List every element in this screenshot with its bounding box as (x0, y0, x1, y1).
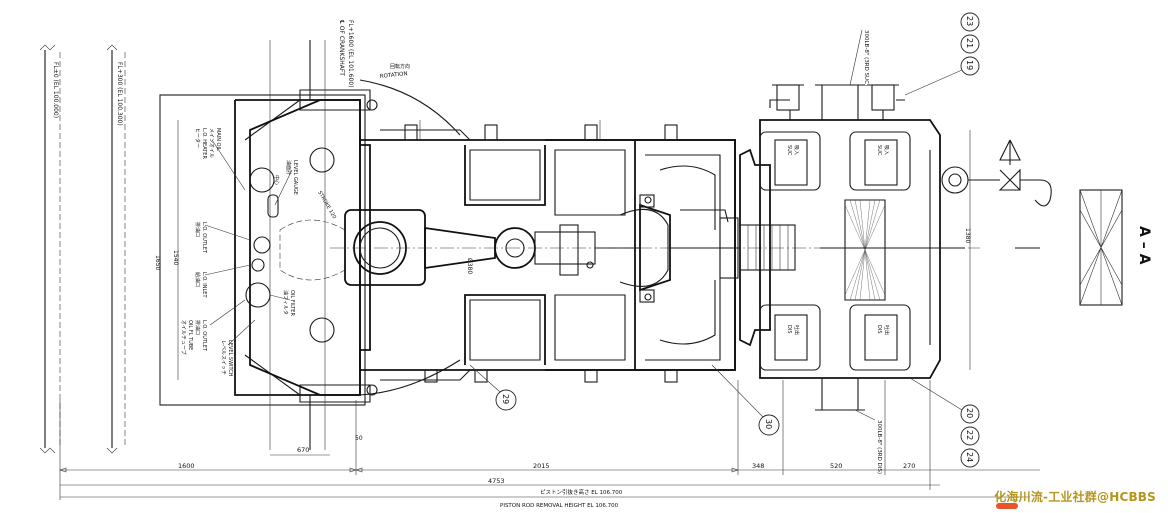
frame-body (359, 120, 736, 383)
dim-2015: 2015 (533, 462, 550, 470)
watermark-text: 化海川流-工业社群@HCBBS (994, 490, 1156, 504)
crankshaft-label: ℄ OF CRANKSHAFT (338, 20, 345, 76)
view-label: A – A (1136, 226, 1152, 265)
dis-nozzle-label: 300LB-8" (3RD DIS) (876, 420, 882, 474)
label-dis-jp-2: 吐出 (883, 325, 890, 335)
leader-lines (204, 139, 293, 346)
rotation-jp: 回転方向 (390, 63, 410, 70)
note-outlet: L.O. OUTLET (201, 222, 207, 254)
label-suc-1: SUC (786, 145, 792, 156)
label-suc-jp-2: 吸入 (883, 145, 889, 155)
dim-1540: 1540 (172, 250, 179, 265)
label-suc-jp-1: 吸入 (793, 145, 799, 155)
piston-removal-en: PISTON ROD REMOVAL HEIGHT EL 106.700 (500, 503, 619, 509)
dim-270: 270 (903, 462, 915, 470)
note-outlet2-jp: 排油口 (194, 320, 201, 335)
dim-50: 50 (355, 435, 363, 442)
crankcase (245, 79, 461, 396)
piston-removal-jp: ピストン引抜き高さ EL 106.700 (540, 488, 623, 496)
note-tube-jp: オイルチューブ (180, 320, 187, 355)
note-filter-jp: 油フィルタ (282, 290, 289, 315)
note-switch: LEVEL SWITCH (227, 340, 233, 377)
cylinder (739, 119, 965, 379)
balloon-29: 29 (501, 394, 510, 404)
note-gauge-jp: 油面計 (285, 160, 292, 175)
note-inlet: L.O. INLET (201, 272, 207, 298)
dim-348: 348 (752, 462, 764, 470)
dim-1650: 1650 (154, 255, 161, 270)
balloon-30-group (711, 364, 780, 436)
balloon-21: 21 (965, 38, 974, 48)
note-inlet-jp: 給油口 (194, 272, 201, 287)
dim-670: 670 (297, 446, 309, 454)
balloon-29-group (469, 364, 517, 411)
note-filter: OIL FILTER (289, 290, 295, 316)
note-mainoil-jp: メインオイル (208, 128, 214, 158)
note-mainoil: MAIN OIL (215, 128, 221, 151)
dim-1600: 1600 (178, 462, 195, 470)
balloon-19: 19 (965, 60, 974, 70)
watermark-logo (996, 503, 1018, 509)
balloon-30: 30 (764, 419, 773, 429)
crankshaft-elevation: FL+1600 (EL 101.600) (347, 20, 354, 88)
label-dis-1: DIS (786, 325, 792, 334)
note-switch-jp: レベルスイッチ (220, 340, 226, 375)
note-heater: L.O. HEATER (201, 128, 207, 159)
label-dis-2: DIS (876, 325, 882, 334)
balloon-24: 24 (965, 452, 974, 462)
dimension-lines (59, 95, 1040, 500)
coupling-symbol (1079, 189, 1123, 306)
note-gauge: LEVEL GAUGE (292, 160, 298, 195)
suc-nozzle-label: 300LB-8" (3RD SUC) (863, 30, 869, 86)
label-dis-jp-1: 吐出 (793, 325, 800, 335)
crosshead-packing (619, 194, 740, 303)
note-heater-jp: ヒーター (194, 128, 201, 148)
note-center: 中心 (273, 175, 280, 185)
valve-piping (941, 139, 1052, 249)
note-outlet2: L.O. OUTLET (201, 320, 207, 352)
nozzles (769, 84, 905, 411)
balloon-20: 20 (965, 408, 974, 418)
note-outlet-jp: 排油口 (194, 222, 201, 237)
dim-520: 520 (830, 462, 842, 470)
dim-380: Ø380 (466, 258, 473, 274)
balloon-group-bottom (909, 377, 980, 468)
fl0-label: FL±0 (EL 100.000) (52, 62, 59, 118)
rotation-en: ROTATION (380, 71, 408, 80)
fl300-label: FL+300 (EL 100.300) (116, 62, 123, 126)
balloon-23: 23 (965, 16, 974, 26)
note-stroke: STROKE 120 (316, 190, 337, 220)
label-suc-2: SUC (876, 145, 882, 156)
note-tube: OIL FL TUBE (187, 320, 193, 350)
balloon-group-top (904, 12, 980, 96)
dim-1380: 1380 (964, 228, 971, 243)
dim-4753: 4753 (488, 477, 505, 485)
balloon-22: 22 (965, 430, 974, 440)
floor-lines (39, 44, 126, 454)
